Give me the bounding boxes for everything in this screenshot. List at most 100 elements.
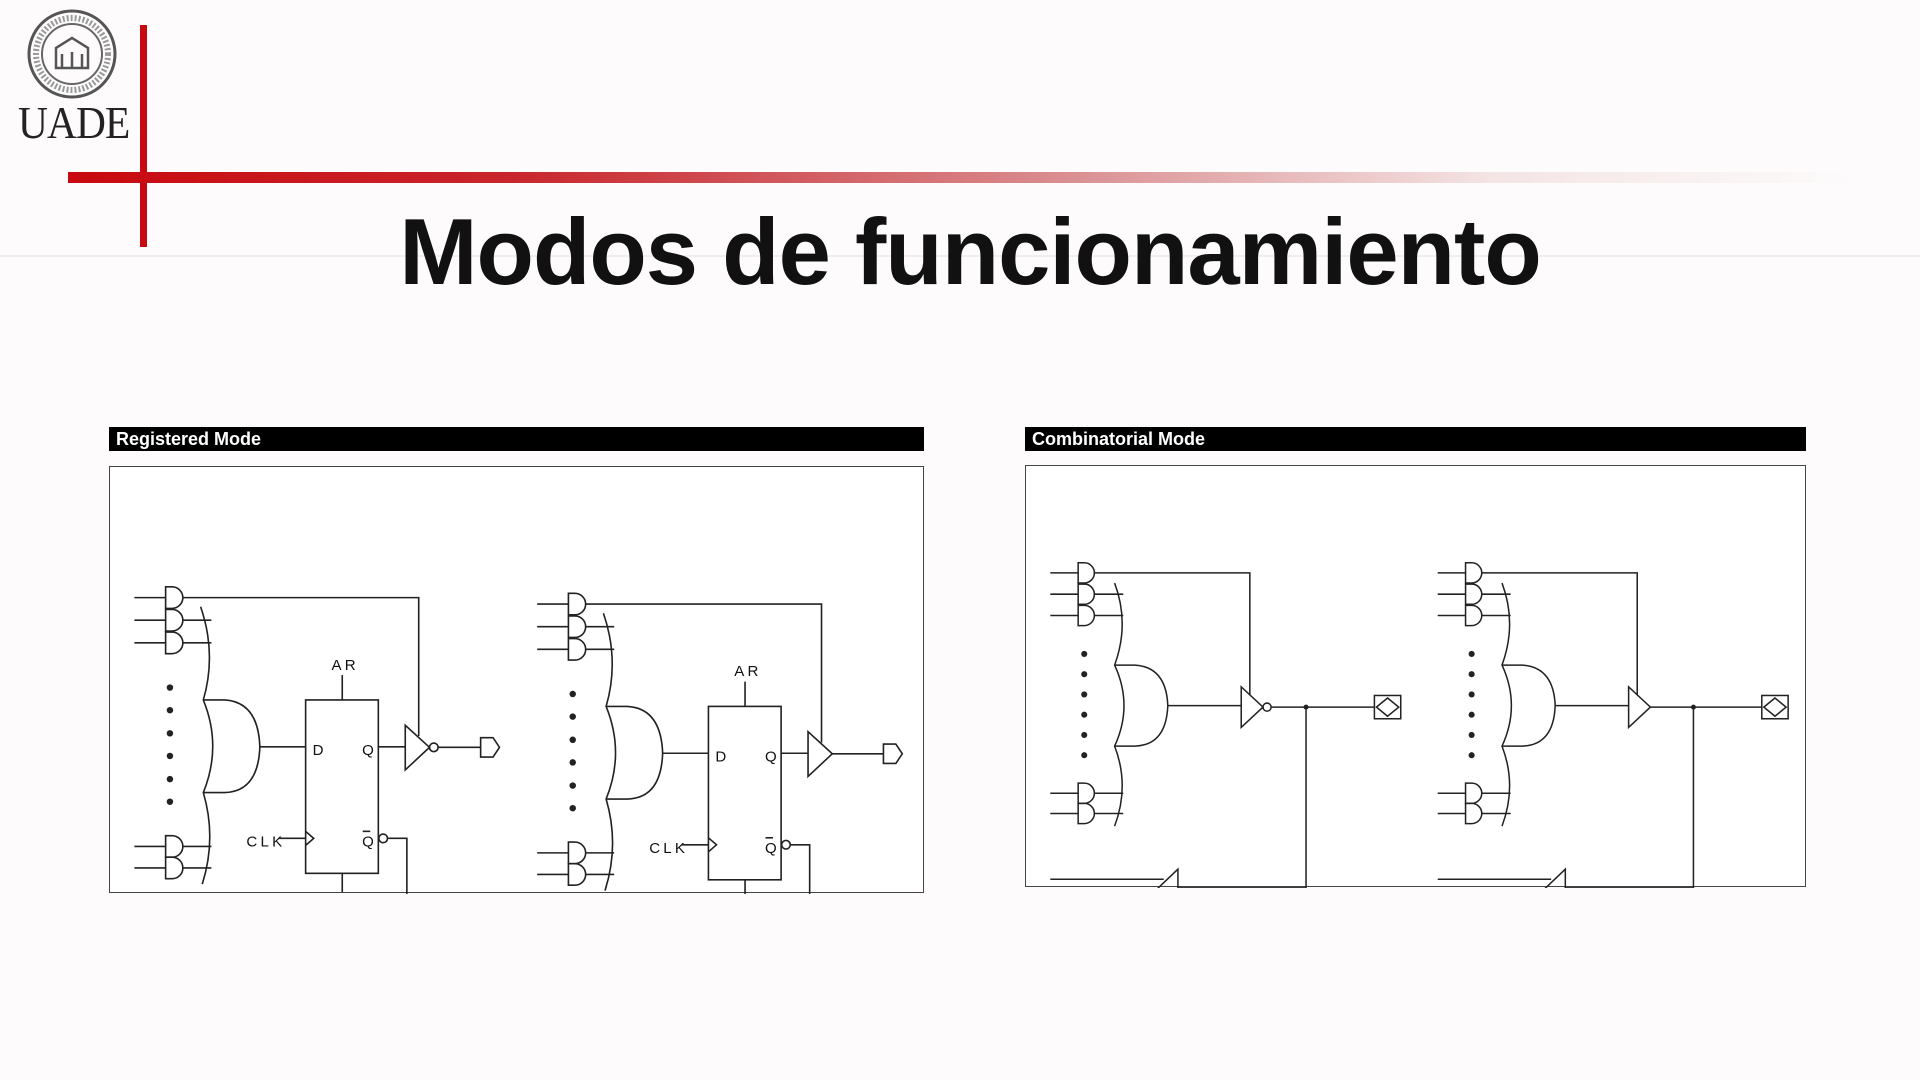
and-gate	[567, 841, 587, 865]
circuit-active-high: DQQCLKARSPACTIVE HIGHS₀ = 1S₁ = 0	[537, 592, 904, 894]
or-gate	[606, 705, 664, 800]
combinatorial-mode-schematic: ACTIVE LOWS₀ = 0S₁ = 1ACTIVE HIGHS₀ = 1S…	[1050, 562, 1789, 888]
and-gate	[164, 586, 184, 610]
accent-horizontal-line	[68, 172, 1848, 183]
ellipsis-dot	[1468, 671, 1475, 678]
and-gate	[1464, 782, 1483, 805]
io-pin-icon	[1761, 694, 1789, 720]
registered-mode-diagram: DQQCLKARSPACTIVE LOWS₀ = 0S₁ = 0DQQCLKAR…	[109, 466, 924, 894]
junction-dot	[1690, 704, 1696, 710]
and-gate	[567, 862, 587, 886]
ar-label: AR	[734, 663, 761, 680]
ellipsis-dot	[1081, 671, 1088, 678]
ellipsis-dot	[569, 713, 576, 720]
output-buffer	[378, 723, 431, 772]
and-gate	[1077, 802, 1096, 825]
output-pin-icon	[882, 743, 904, 765]
ellipsis-dot	[1468, 711, 1475, 718]
and-gate	[164, 608, 184, 632]
ellipsis-dot	[166, 798, 174, 805]
ellipsis-dot	[1468, 691, 1475, 698]
feedback-line	[1565, 707, 1695, 888]
output-pin-icon	[479, 736, 501, 758]
qbar-pin-label: Q	[765, 840, 777, 857]
and-gate	[567, 592, 587, 616]
and-gate	[1464, 583, 1483, 606]
io-pin-icon	[1373, 694, 1402, 720]
ellipsis-dot	[1081, 691, 1088, 698]
enable-line	[1094, 572, 1251, 695]
q-pin-label: Q	[765, 748, 777, 765]
ellipsis-dot	[1081, 711, 1088, 718]
page-title: Modos de funcionamiento	[399, 199, 1542, 304]
qbar-bubble	[780, 839, 792, 850]
junction-dot	[1303, 704, 1309, 710]
or-input-bus	[199, 606, 214, 885]
output-buffer	[1167, 685, 1265, 730]
uade-logo-text: UADE	[18, 97, 130, 148]
or-gate	[203, 699, 261, 794]
combinatorial-mode-header: Combinatorial Mode	[1025, 427, 1806, 451]
feedback-line	[1177, 707, 1307, 888]
or-gate	[1502, 664, 1556, 747]
io-pin-diamond	[1375, 697, 1400, 718]
and-gate	[567, 637, 587, 661]
ellipsis-dot	[569, 782, 576, 789]
q-pin-label: Q	[362, 742, 374, 759]
ellipsis-dot	[1081, 731, 1088, 739]
registered-mode-header: Registered Mode	[109, 427, 924, 451]
circuit-active-low: ACTIVE LOWS₀ = 0S₁ = 1	[1050, 562, 1402, 888]
ellipsis-dot	[166, 775, 174, 783]
io-pin-diamond	[1762, 697, 1788, 718]
feedback-line	[387, 837, 408, 894]
combinatorial-mode-diagram: ACTIVE LOWS₀ = 0S₁ = 1ACTIVE HIGHS₀ = 1S…	[1025, 465, 1806, 888]
ellipsis-dot	[1081, 752, 1088, 759]
inverter-bubble	[1262, 702, 1272, 712]
inverter-bubble	[428, 742, 439, 753]
clk-label: CLK	[649, 840, 688, 857]
or-gate	[1114, 664, 1169, 747]
and-gate	[1464, 604, 1483, 627]
or-input-bus	[1113, 582, 1125, 827]
header-divider	[0, 255, 1920, 257]
enable-line	[182, 596, 420, 737]
circuit-active-high: ACTIVE HIGHS₀ = 1S₁ = 1	[1437, 562, 1789, 888]
or-input-bus	[602, 612, 617, 891]
output-buffer	[1555, 685, 1652, 730]
feedback-buffer	[1157, 867, 1179, 888]
and-gate	[1077, 562, 1096, 584]
university-seal-logo	[27, 9, 117, 99]
clock-input	[278, 830, 315, 846]
and-gate	[1077, 583, 1096, 606]
and-gate	[1077, 604, 1096, 627]
ar-label: AR	[331, 657, 358, 674]
ellipsis-dot	[166, 684, 174, 691]
circuit-active-low: DQQCLKARSPACTIVE LOWS₀ = 0S₁ = 0	[134, 586, 501, 894]
feedback-outputs	[1437, 878, 1552, 881]
ellipsis-dot	[569, 690, 576, 698]
and-gate	[164, 631, 184, 655]
registered-mode-schematic: DQQCLKARSPACTIVE LOWS₀ = 0S₁ = 0DQQCLKAR…	[134, 586, 904, 894]
d-pin-label: D	[715, 748, 726, 765]
enable-line	[585, 603, 823, 743]
ellipsis-dot	[569, 759, 576, 766]
output-buffer	[781, 729, 834, 779]
clk-label: CLK	[246, 833, 285, 850]
and-gate	[164, 856, 184, 880]
feedback-outputs	[1050, 878, 1164, 881]
feedback-buffer	[1544, 867, 1567, 888]
ellipsis-dot	[1468, 731, 1475, 739]
ellipsis-dot	[569, 736, 576, 744]
clock-input	[681, 837, 718, 853]
qbar-pin-label: Q	[362, 833, 374, 850]
ellipsis-dot	[1081, 650, 1088, 657]
ellipsis-dot	[1468, 752, 1475, 759]
and-gate	[1464, 802, 1483, 825]
ellipsis-dot	[166, 752, 174, 760]
feedback-line	[790, 843, 811, 894]
qbar-bubble	[378, 833, 389, 844]
ellipsis-dot	[1468, 650, 1475, 657]
and-gate	[567, 615, 587, 639]
d-pin-label: D	[313, 742, 324, 759]
accent-vertical-line	[140, 25, 147, 247]
